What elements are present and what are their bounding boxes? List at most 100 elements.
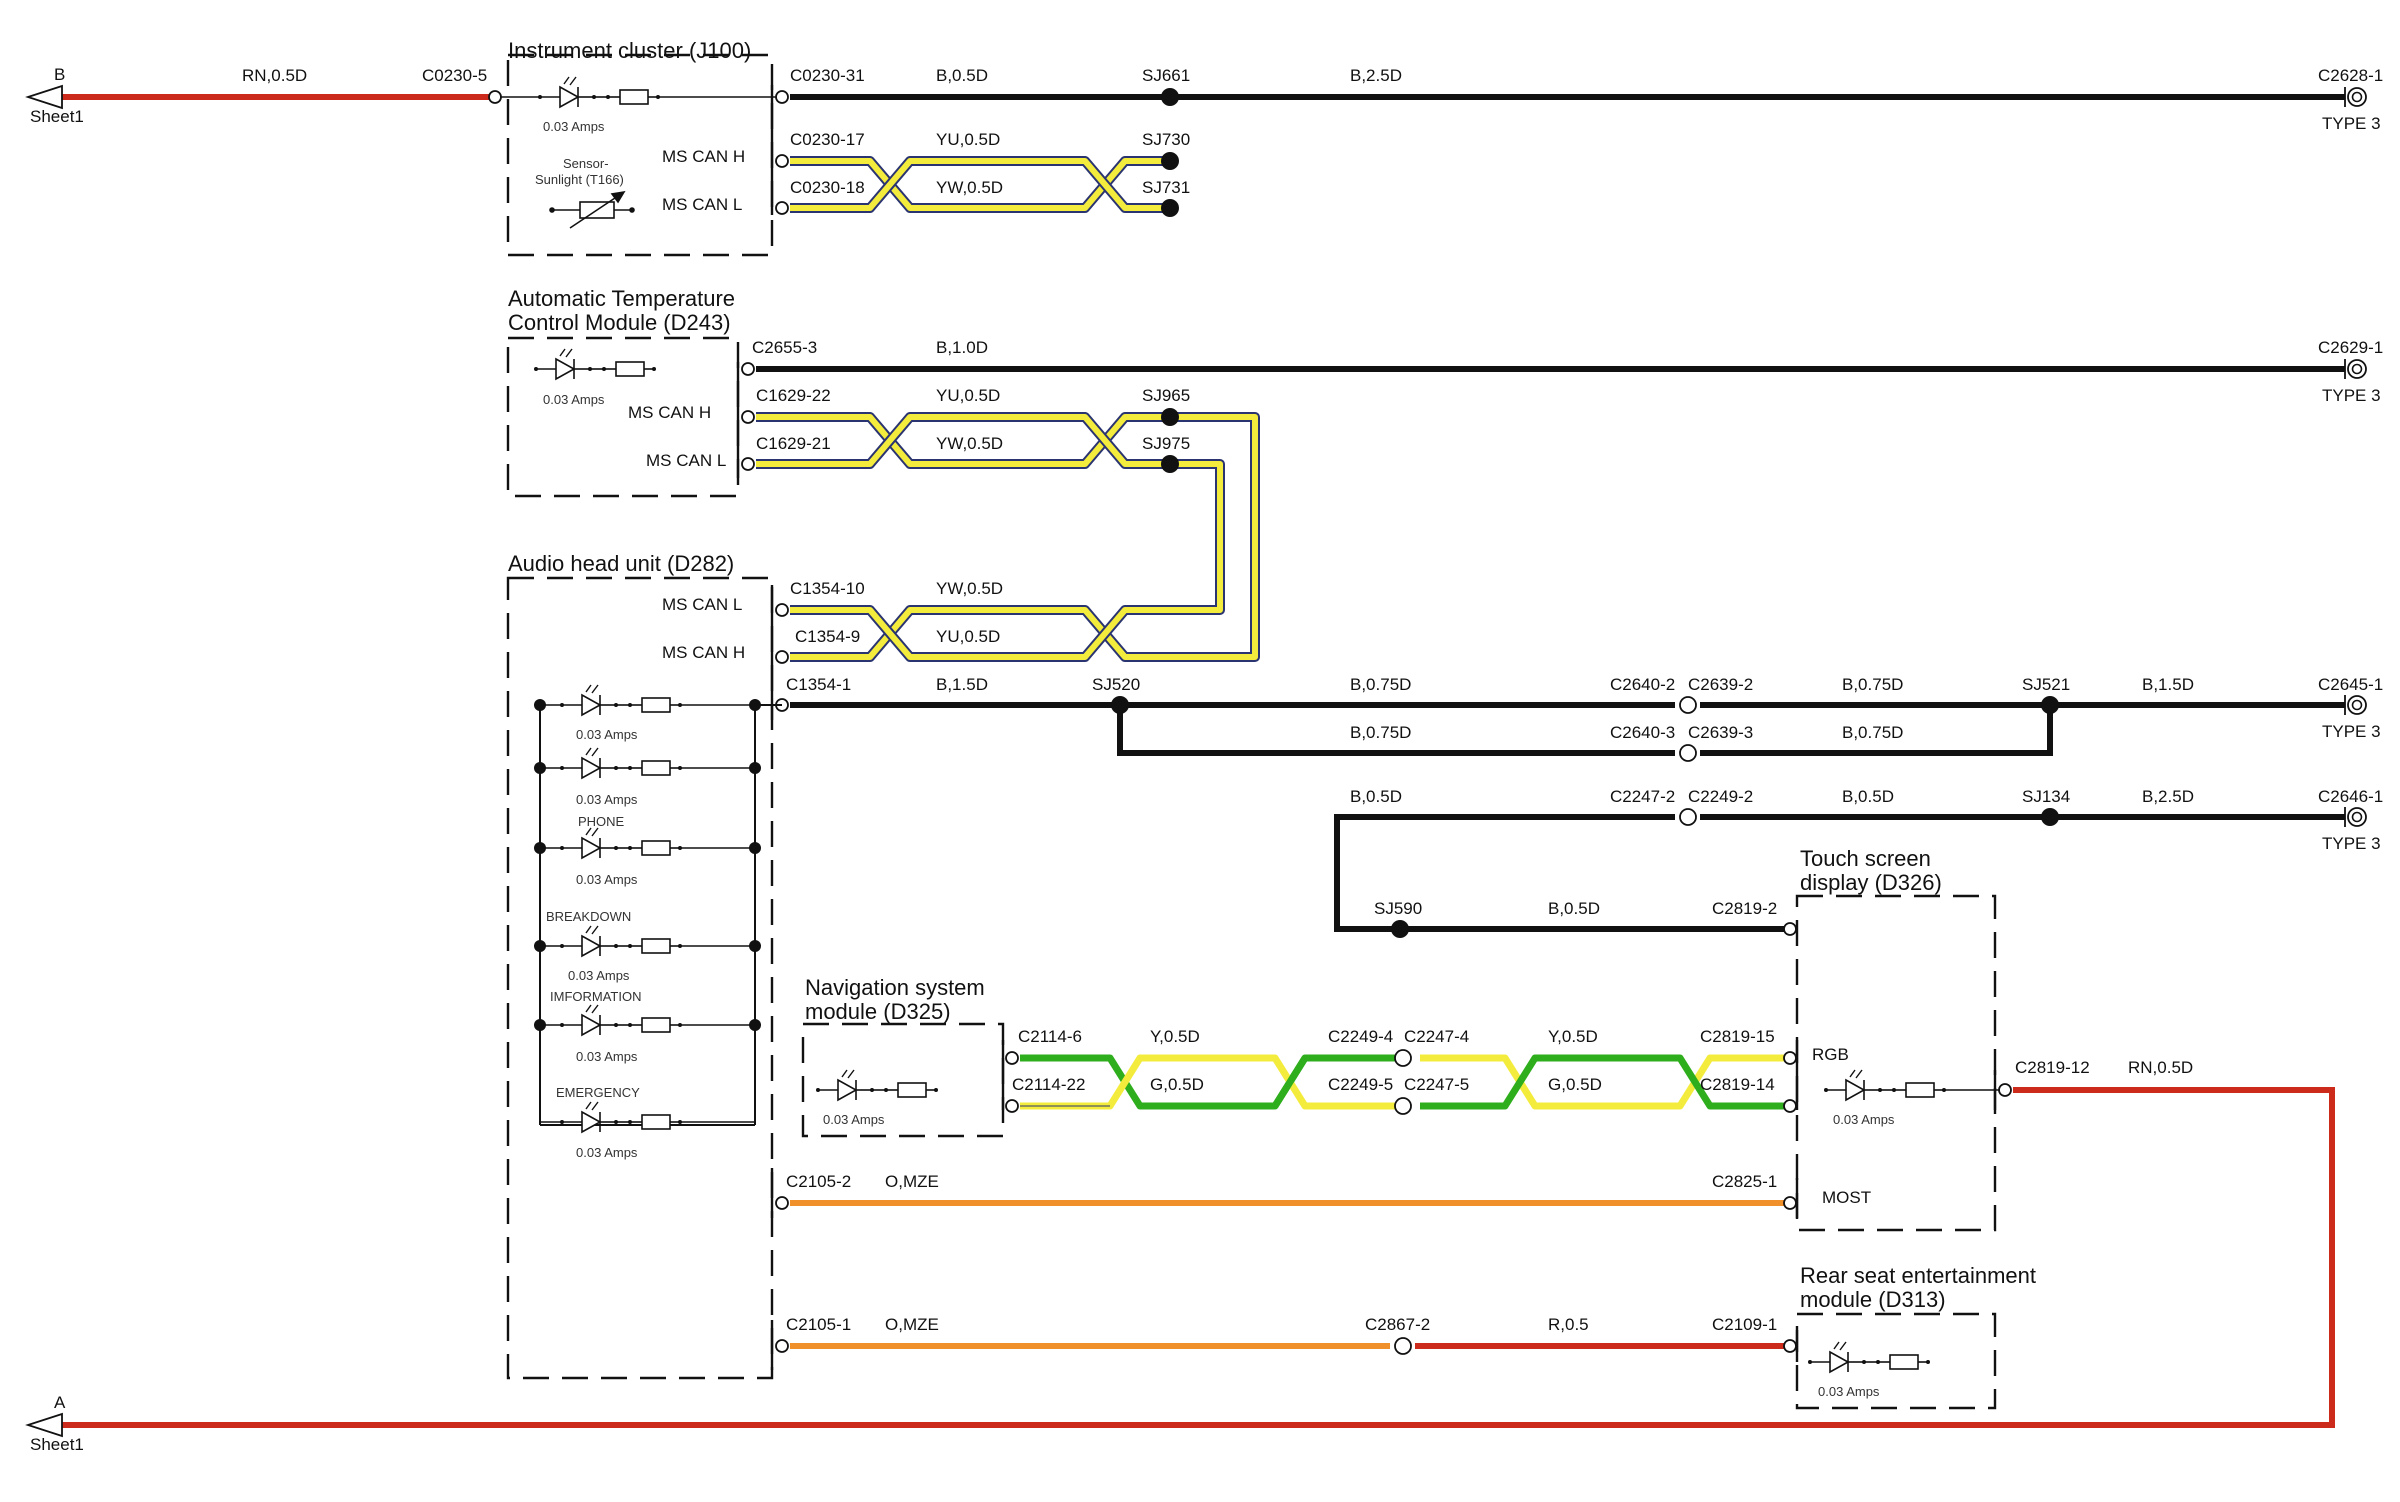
conn-c2249-4: C2249-4 [1328, 1027, 1393, 1046]
splice-sj520: SJ520 [1092, 675, 1140, 694]
amps-audio-2: 0.03 Amps [576, 792, 638, 807]
module-title-nav-2: module (D325) [805, 999, 951, 1024]
amps-nav: 0.03 Amps [823, 1112, 885, 1127]
audio-lamp-2-icon [559, 747, 683, 779]
wire-label-b15d-audio: B,1.5D [936, 675, 988, 694]
twisted-pair-atc-audio [756, 412, 1260, 662]
connector-terminals [488, 90, 2012, 1355]
pin-ms-can-l-atc: MS CAN L [646, 451, 726, 470]
conn-c2247-4: C2247-4 [1404, 1027, 1469, 1046]
splice-sj661: SJ661 [1142, 66, 1190, 85]
conn-c2655-3: C2655-3 [752, 338, 817, 357]
wire-label-rn-return: RN,0.5D [2128, 1058, 2193, 1077]
conn-c0230-5: C0230-5 [422, 66, 487, 85]
conn-c0230-31: C0230-31 [790, 66, 865, 85]
rear-seat-module-box [1795, 1312, 1997, 1410]
lamp-label-information: IMFORMATION [550, 989, 641, 1004]
conn-c2819-15: C2819-15 [1700, 1027, 1775, 1046]
conn-c2105-1: C2105-1 [786, 1315, 851, 1334]
sheet-arrow-a [25, 1412, 63, 1438]
splice-sj134: SJ134 [2022, 787, 2070, 806]
audio-lamp-information-icon [559, 1004, 683, 1036]
sheet-b-letter: B [54, 65, 65, 84]
instrument-lamp-icon [537, 76, 661, 108]
splice-dots [1111, 88, 2059, 938]
amps-touch: 0.03 Amps [1833, 1112, 1895, 1127]
module-title-nav-1: Navigation system [805, 975, 985, 1000]
module-title-audio: Audio head unit (D282) [508, 551, 734, 576]
pin-rgb: RGB [1812, 1045, 1849, 1064]
module-title-instrument: Instrument cluster (J100) [508, 38, 751, 63]
audio-ladder-nodes [534, 699, 761, 1031]
conn-c2114-22: C2114-22 [1012, 1075, 1085, 1094]
wire-label-y-nav-2: Y,0.5D [1548, 1027, 1598, 1046]
conn-c2105-2: C2105-2 [786, 1172, 851, 1191]
amps-audio-1: 0.03 Amps [576, 727, 638, 742]
audio-lamp-1-icon [559, 684, 683, 716]
conn-c0230-18: C0230-18 [790, 178, 865, 197]
pin-ms-can-l-instrument: MS CAN L [662, 195, 742, 214]
pin-ms-can-h-atc: MS CAN H [628, 403, 711, 422]
module-title-touch-1: Touch screen [1800, 846, 1931, 871]
module-title-rse-1: Rear seat entertainment [1800, 1263, 2036, 1288]
conn-c2247-2: C2247-2 [1610, 787, 1675, 806]
wire-label-yw-audio: YW,0.5D [936, 579, 1003, 598]
amps-instrument: 0.03 Amps [543, 119, 605, 134]
conn-c2646-1: C2646-1 [2318, 787, 2383, 806]
conn-c2640-2: C2640-2 [1610, 675, 1675, 694]
audio-lamp-phone-icon [559, 827, 683, 859]
sheet-a-label: Sheet1 [30, 1435, 84, 1454]
sheet-a-letter: A [54, 1393, 66, 1412]
sensor-label-2: Sunlight (T166) [535, 172, 624, 187]
conn-c2819-2: C2819-2 [1712, 899, 1777, 918]
sensor-label-1: Sensor- [563, 156, 609, 171]
lamp-label-phone: PHONE [578, 814, 625, 829]
conn-c2109-1: C2109-1 [1712, 1315, 1777, 1334]
wire-label-b05d-sj134: B,0.5D [1842, 787, 1894, 806]
splice-sj521: SJ521 [2022, 675, 2070, 694]
wire-label-g-nav-2: G,0.5D [1548, 1075, 1602, 1094]
wire-label-b075d-3: B,0.75D [1350, 723, 1411, 742]
type3-c2629: TYPE 3 [2322, 386, 2381, 405]
type3-c2628: TYPE 3 [2322, 114, 2381, 133]
type3-c2646: TYPE 3 [2322, 834, 2381, 853]
conn-c2114-6: C2114-6 [1018, 1027, 1082, 1046]
wire-label-yw-atc: YW,0.5D [936, 434, 1003, 453]
wire-label-b05d-touch: B,0.5D [1548, 899, 1600, 918]
pin-ms-can-h-audio: MS CAN H [662, 643, 745, 662]
wire-label-b25d-sj134: B,2.5D [2142, 787, 2194, 806]
ground-connector-c2646 [2344, 806, 2367, 828]
conn-c1629-21: C1629-21 [756, 434, 831, 453]
amps-atc: 0.03 Amps [543, 392, 605, 407]
splice-sj730: SJ730 [1142, 130, 1190, 149]
twisted-pair-instrument [790, 156, 1170, 213]
conn-c2819-14: C2819-14 [1700, 1075, 1775, 1094]
audio-lamp-emergency-icon [559, 1101, 683, 1133]
wire-label-o-most: O,MZE [885, 1172, 939, 1191]
lamp-label-breakdown: BREAKDOWN [546, 909, 631, 924]
splice-sj965: SJ965 [1142, 386, 1190, 405]
conn-c2867-2: C2867-2 [1365, 1315, 1430, 1334]
ground-network [790, 702, 2345, 932]
wire-label-yu-atc: YU,0.5D [936, 386, 1000, 405]
wire-label-b05d-top: B,0.5D [936, 66, 988, 85]
amps-audio-breakdown: 0.03 Amps [568, 968, 630, 983]
wire-label-g-nav-1: G,0.5D [1150, 1075, 1204, 1094]
conn-c2645-1: C2645-1 [2318, 675, 2383, 694]
wire-label-yu-audio: YU,0.5D [936, 627, 1000, 646]
splice-sj731: SJ731 [1142, 178, 1190, 197]
module-title-atc-2: Control Module (D243) [508, 310, 731, 335]
conn-c2628-1: C2628-1 [2318, 66, 2383, 85]
wire-label-b15d-ground: B,1.5D [2142, 675, 2194, 694]
amps-audio-information: 0.03 Amps [576, 1049, 638, 1064]
conn-c2819-12: C2819-12 [2015, 1058, 2090, 1077]
amps-audio-emergency: 0.03 Amps [576, 1145, 638, 1160]
wire-label-b075d-4: B,0.75D [1842, 723, 1903, 742]
atc-lamp-icon [533, 348, 657, 380]
pin-ms-can-l-audio: MS CAN L [662, 595, 742, 614]
wire-label-b25d-top: B,2.5D [1350, 66, 1402, 85]
nav-lamp-icon [815, 1069, 939, 1101]
conn-c1629-22: C1629-22 [756, 386, 831, 405]
ground-connector-c2628 [2344, 86, 2367, 108]
amps-audio-phone: 0.03 Amps [576, 872, 638, 887]
